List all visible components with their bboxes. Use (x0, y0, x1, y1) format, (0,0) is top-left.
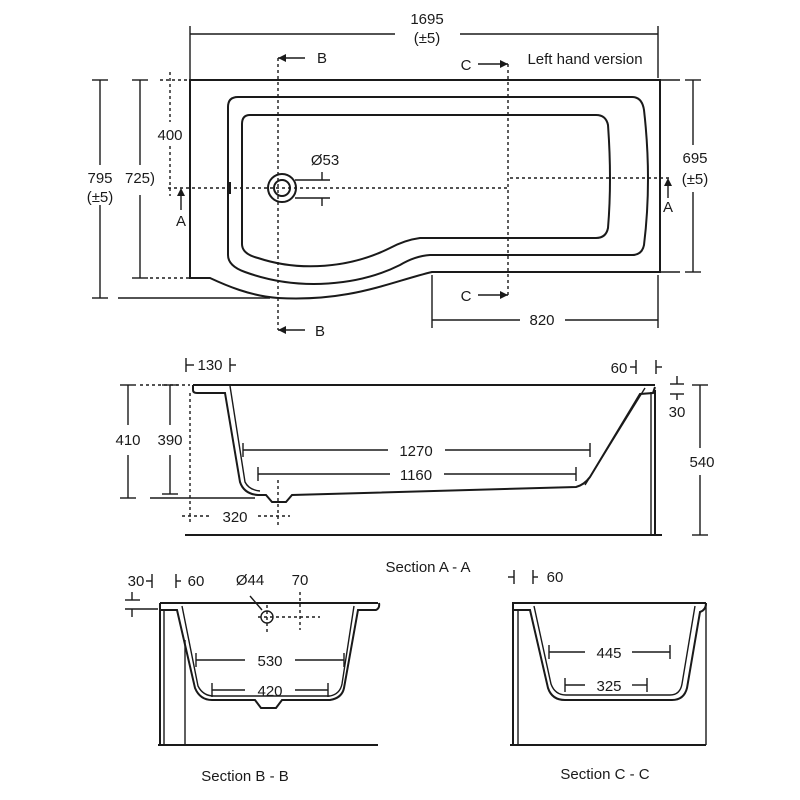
dim-rim-right: 60 (611, 360, 628, 377)
section-b-b: Ø44 70 30 60 530 420 Section B - B (125, 572, 381, 785)
dim-rim-width-c: 60 (547, 569, 564, 586)
dim-length-top: 1270 (399, 443, 432, 460)
dim-width-bottom-b: 420 (257, 683, 282, 700)
section-a-a: 130 60 30 410 390 540 1270 1160 320 Sect… (115, 357, 714, 576)
section-a-caption: Section A - A (385, 559, 470, 576)
dim-waste-diameter: Ø53 (311, 152, 339, 169)
dim-overflow-diameter: Ø44 (236, 572, 264, 589)
dim-length-bottom: 1160 (400, 467, 432, 484)
dim-depth-inner: 390 (157, 432, 182, 449)
arrow-icon (664, 178, 672, 186)
dim-width-bottom-c: 325 (596, 678, 621, 695)
bath-basin (241, 114, 611, 268)
section-label-b-top: B (317, 50, 327, 67)
section-label-c-bottom: C (461, 288, 472, 305)
dim-width-inner: 725) (125, 170, 155, 187)
dim-length: 1695 (410, 11, 443, 28)
dim-rim-thickness: 30 (669, 404, 686, 421)
dim-rim-left: 130 (197, 357, 222, 374)
section-b-caption: Section B - B (201, 768, 289, 785)
bath-outline (189, 79, 661, 300)
section-label-a-right: A (663, 199, 673, 216)
dim-height: 540 (689, 454, 714, 471)
dim-width-tolerance: (±5) (87, 189, 114, 206)
dim-right-width: 695 (682, 150, 707, 167)
section-label-a-left: A (176, 213, 186, 230)
dim-waste-offset: 400 (157, 127, 182, 144)
arrow-icon (278, 54, 286, 62)
arrow-icon (500, 60, 508, 68)
arrow-icon (500, 291, 508, 299)
arrow-icon (278, 326, 286, 334)
section-c-caption: Section C - C (560, 766, 649, 783)
dim-overflow-offset: 70 (292, 572, 309, 589)
dim-depth-outer: 410 (115, 432, 140, 449)
dim-width-top-b: 530 (257, 653, 282, 670)
dim-width-top-c: 445 (596, 645, 621, 662)
drawing-title: Left hand version (527, 51, 642, 68)
dim-width: 795 (87, 170, 112, 187)
dim-rim-width-b: 60 (188, 573, 205, 590)
bath-rim-inner (227, 96, 649, 285)
dim-rim-thickness-b: 30 (128, 573, 145, 590)
dim-right-width-tolerance: (±5) (682, 171, 709, 188)
arrow-icon (177, 188, 185, 196)
section-label-b-bottom: B (315, 323, 325, 340)
section-c-c: 60 445 325 Section C - C (508, 569, 707, 783)
plan-view: 1695 (±5) Left hand version B B C C A A … (87, 11, 709, 340)
dim-waste-from-end: 320 (222, 509, 247, 526)
dim-length-tolerance: (±5) (414, 30, 441, 47)
section-label-c-top: C (461, 57, 472, 74)
dim-shower-length: 820 (529, 312, 554, 329)
